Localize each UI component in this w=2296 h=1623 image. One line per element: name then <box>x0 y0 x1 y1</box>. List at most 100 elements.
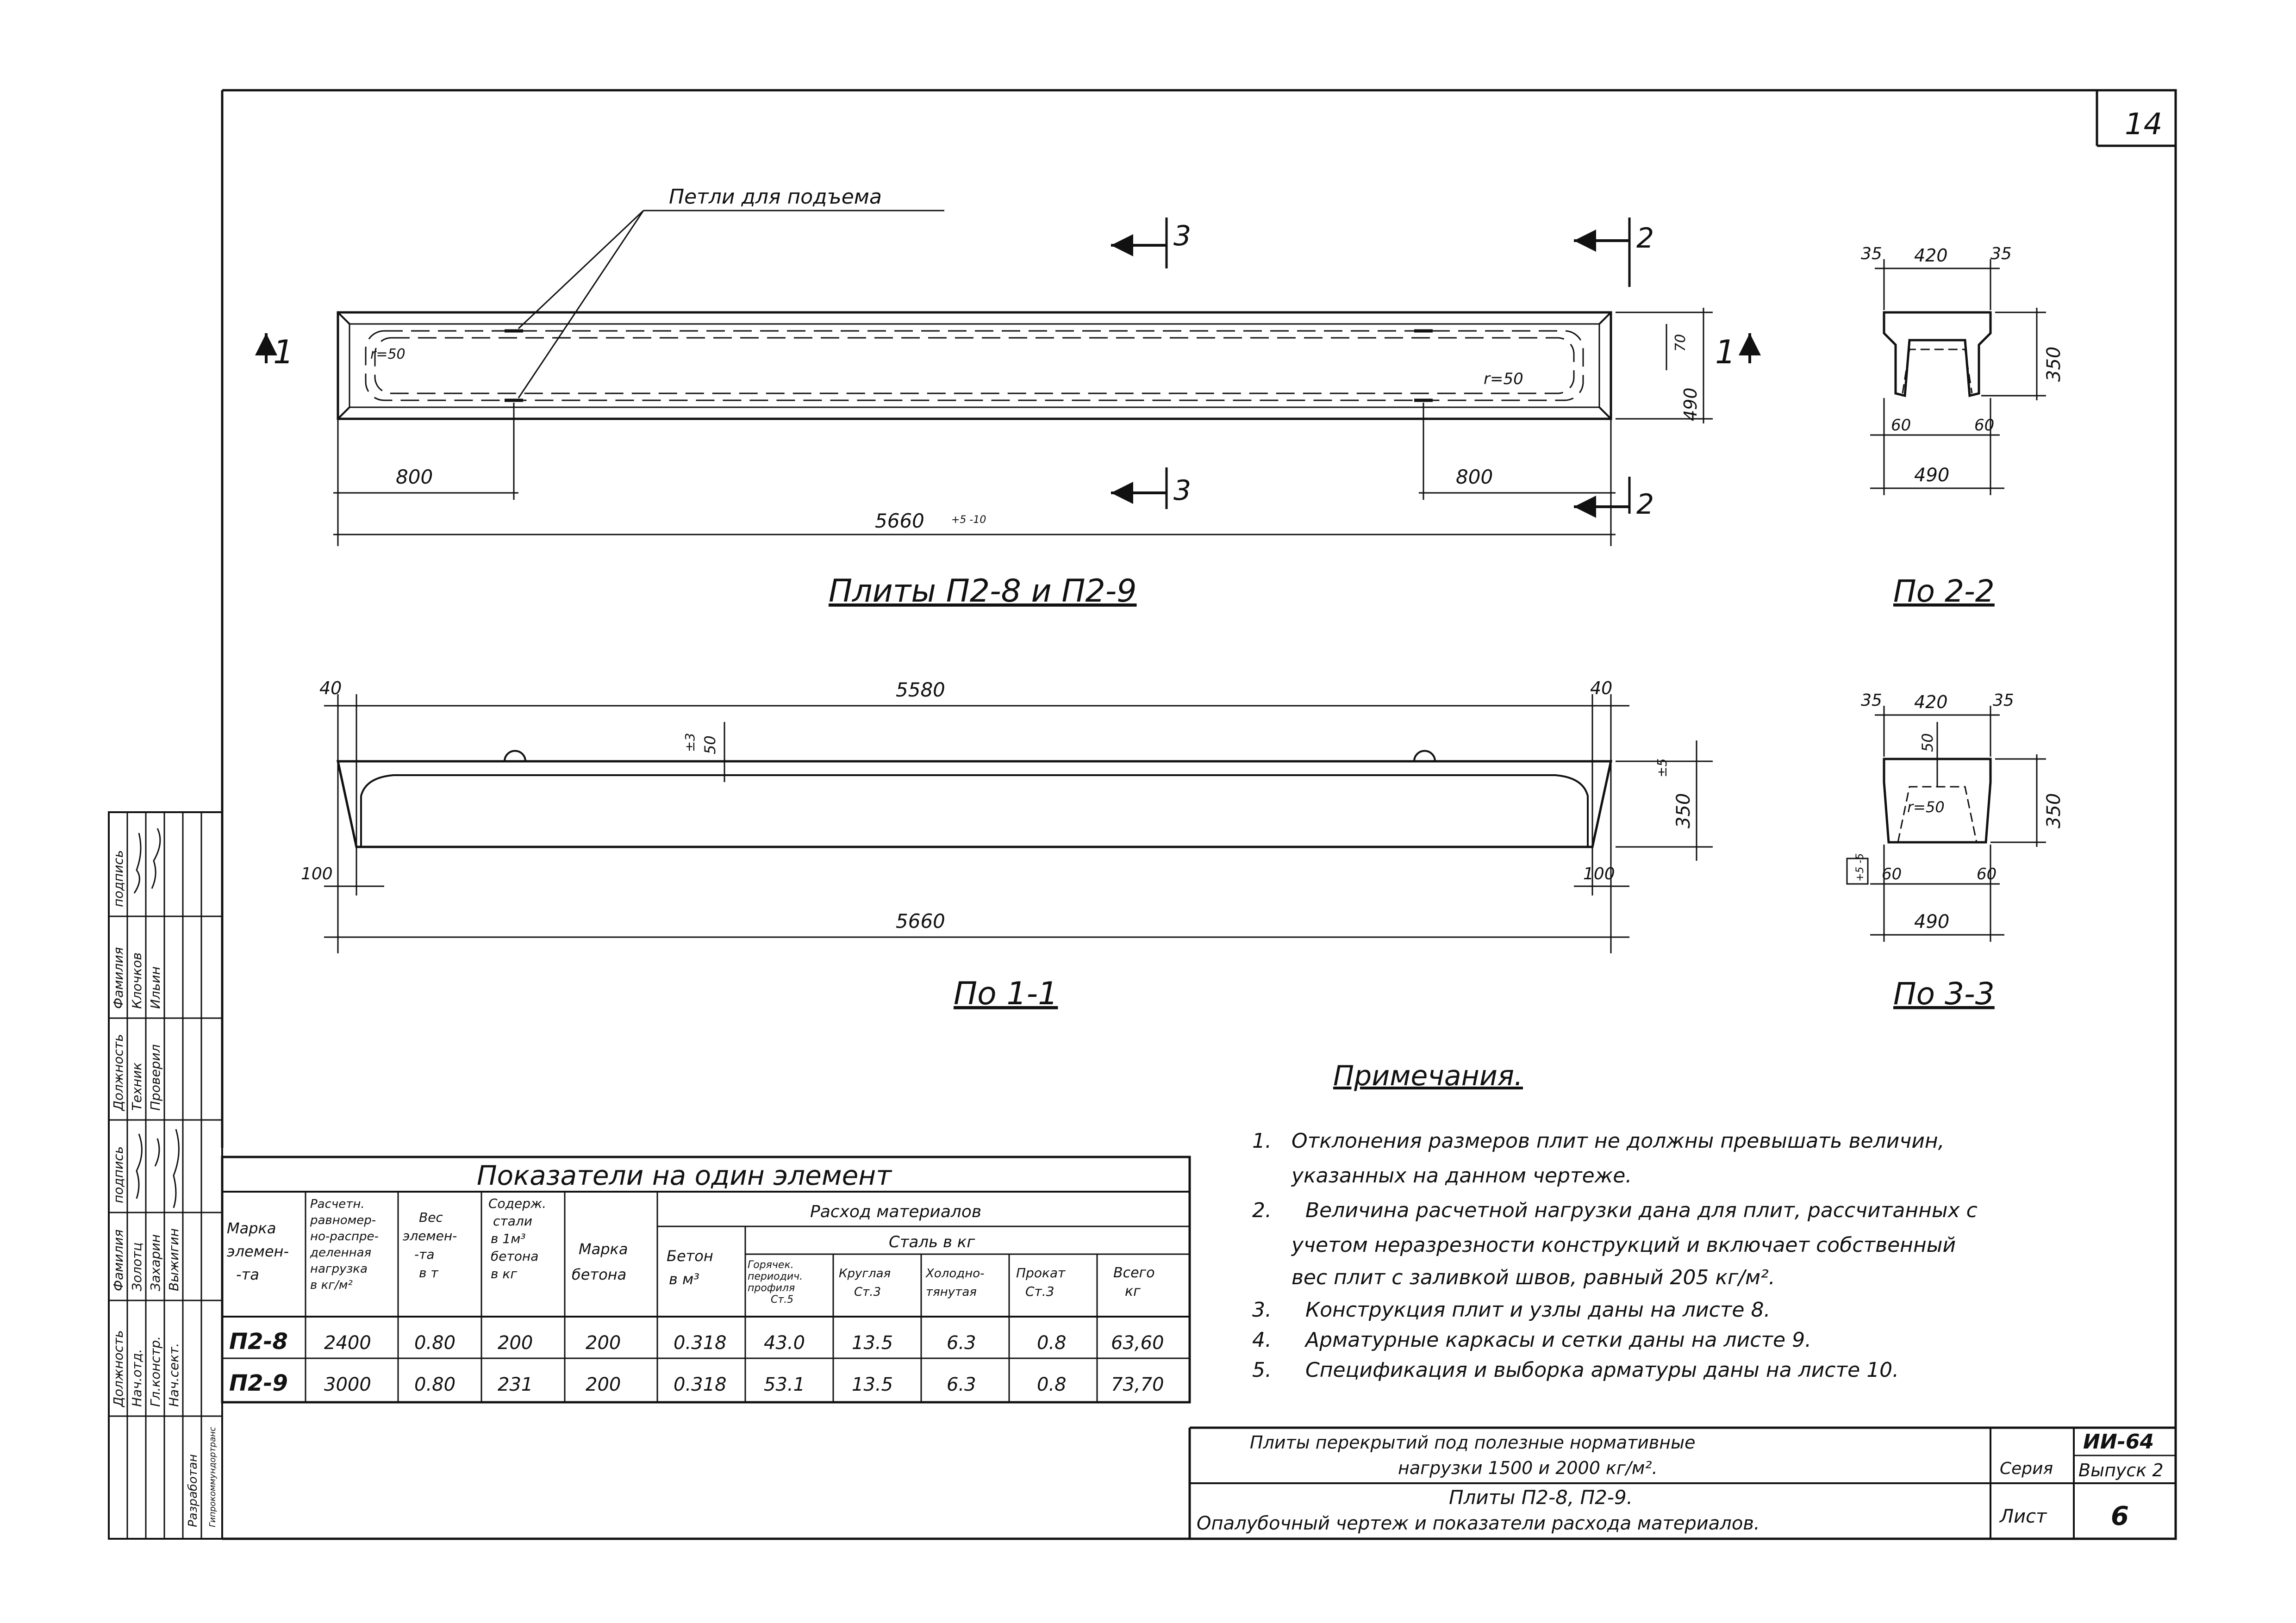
note-2-line-1: Величина расчетной нагрузки дана для пли… <box>1305 1199 1978 1222</box>
row2-cold: 6.3 <box>947 1374 976 1395</box>
s11-bottom-right: 100 <box>1583 864 1615 883</box>
hdr-weight-2: элемен- <box>403 1228 457 1244</box>
s33-side-left: 35 <box>1861 691 1882 710</box>
stamp-sheet-value: 6 <box>2111 1501 2129 1531</box>
s11-top-length: 5580 <box>896 678 945 701</box>
s11-height-tolerance: ±5 <box>1654 759 1670 777</box>
row1-rolled: 0.8 <box>1037 1332 1067 1354</box>
plan-total-length: 5660 <box>875 510 924 532</box>
hdr-grade-1: Марка <box>579 1240 628 1258</box>
cut-2-top-label: 2 <box>1636 222 1654 255</box>
sig-header-name-1: Фамилия <box>111 947 126 1009</box>
stamp-title-line-1: Плиты перекрытий под полезные нормативны… <box>1250 1432 1696 1453</box>
stamp-subtitle-line-1: Плиты П2-8, П2-9. <box>1449 1486 1633 1509</box>
row2-load: 3000 <box>324 1374 371 1395</box>
s11-loop-tolerance: ±3 <box>682 733 698 752</box>
hdr-steel-kg: Сталь в кг <box>889 1233 975 1251</box>
row1-steel: 200 <box>498 1332 533 1354</box>
row2-mark: П2-9 <box>229 1370 288 1396</box>
row1-round: 13.5 <box>852 1332 893 1354</box>
cut-3-bottom-label: 3 <box>1173 474 1191 507</box>
hdr-steel-2: стали <box>493 1213 532 1229</box>
note-2-line-3: вес плит с заливкой швов, равный 205 кг/… <box>1292 1266 1775 1289</box>
hdr-rolled-1: Прокат <box>1016 1265 1066 1281</box>
s22-side-right: 35 <box>1990 244 2012 263</box>
plan-radius-left: r=50 <box>370 346 406 362</box>
s33-rib-right: 60 <box>1977 865 1997 883</box>
s33-rib-left: 60 <box>1882 865 1902 883</box>
row1-hot: 43.0 <box>764 1332 805 1354</box>
stamp-series-label: Серия <box>2000 1459 2053 1478</box>
hdr-round-2: Ст.3 <box>854 1285 881 1299</box>
s11-total-length: 5660 <box>896 910 945 933</box>
plan-left-loop-offset: 800 <box>396 466 433 488</box>
s22-title: По 2-2 <box>1893 573 1995 609</box>
hdr-hot-3: профиля <box>748 1282 795 1294</box>
hdr-load-4: деленная <box>310 1246 371 1260</box>
s11-end-left: 40 <box>319 678 342 698</box>
hdr-steel-3: в 1м³ <box>491 1231 526 1246</box>
s33-radius: r=50 <box>1907 798 1945 816</box>
plan-edge-offset: 70 <box>1672 334 1689 352</box>
s33-side-right: 35 <box>1993 691 2014 710</box>
handwritten-signatures <box>133 828 180 1208</box>
hdr-cold-1: Холодно- <box>925 1267 985 1281</box>
note-1-line-2: указанных на данном чертеже. <box>1291 1164 1632 1188</box>
s22-side-left: 35 <box>1861 244 1882 263</box>
row2-steel: 231 <box>498 1374 533 1395</box>
note-5-line-1: Спецификация и выборка арматуры даны на … <box>1305 1358 1899 1382</box>
cut-1-right-label: 1 <box>1715 333 1736 371</box>
s33-loop-height: 50 <box>1919 733 1936 752</box>
sig-row2-position: Проверил <box>148 1044 163 1111</box>
s22-rib-right: 60 <box>1974 416 1994 435</box>
note-2-number: 2. <box>1252 1199 1272 1222</box>
hdr-total-1: Всего <box>1113 1265 1155 1281</box>
hdr-load-6: в кг/м² <box>310 1278 353 1292</box>
sig-row4-name: Захарин <box>148 1234 163 1291</box>
s22-height: 350 <box>2043 347 2065 382</box>
s11-loop-height: 50 <box>701 735 719 754</box>
hdr-materials: Расход материалов <box>810 1202 981 1221</box>
cut-1-left-label: 1 <box>273 333 294 371</box>
row2-concrete: 0.318 <box>674 1374 727 1395</box>
row1-weight: 0.80 <box>414 1332 455 1354</box>
sig-header-signature-2: подпись <box>111 1146 126 1203</box>
materials-table <box>221 1156 1191 1404</box>
hdr-hot-2: периодич. <box>748 1271 803 1282</box>
s33-height: 350 <box>2043 793 2065 828</box>
sig-row6-organization: Гипрокоммундортранс <box>208 1427 218 1527</box>
hdr-concrete-1: Бетон <box>667 1247 713 1265</box>
hdr-load-5: нагрузка <box>310 1262 368 1276</box>
cut-3-top-label: 3 <box>1173 220 1191 252</box>
sig-header-name-2: Фамилия <box>111 1229 126 1291</box>
hdr-round-1: Круглая <box>839 1267 891 1281</box>
hdr-load-1: Расчетн. <box>310 1197 365 1211</box>
hdr-hot-4: Ст.5 <box>771 1294 793 1306</box>
stamp-title-line-2: нагрузки 1500 и 2000 кг/м². <box>1398 1458 1658 1478</box>
sheet-frame <box>221 89 2177 1540</box>
s11-end-right: 40 <box>1590 678 1612 698</box>
s33-top-width: 420 <box>1914 692 1948 712</box>
hdr-total-2: кг <box>1125 1283 1141 1300</box>
notes-title: Примечания. <box>1333 1060 1523 1092</box>
hdr-mark-3: -та <box>236 1266 259 1283</box>
row2-rolled: 0.8 <box>1037 1374 1067 1395</box>
s33-title: По 3-3 <box>1893 976 1995 1012</box>
signature-block <box>108 811 223 1540</box>
stamp-series-value: ИИ-64 <box>2083 1430 2154 1454</box>
sig-row5-name: Выжигин <box>166 1228 181 1291</box>
s33-tolerance: +5 -5 <box>1854 853 1866 882</box>
sig-row3-position: Нач.отд. <box>129 1349 144 1407</box>
plan-view <box>255 210 1761 546</box>
hdr-hot-1: Горячек. <box>748 1259 794 1271</box>
lifting-loops-label: Петли для подъема <box>669 185 882 209</box>
sig-row1-name: Клочков <box>129 952 144 1009</box>
sig-row3-name: Золотц <box>129 1243 144 1291</box>
note-3-line-1: Конструкция плит и узлы даны на листе 8. <box>1305 1298 1770 1322</box>
row2-hot: 53.1 <box>764 1374 805 1395</box>
table-title: Показатели на один элемент <box>477 1160 892 1191</box>
section-1-1-view <box>324 694 1713 953</box>
row2-round: 13.5 <box>852 1374 893 1395</box>
row2-total: 73,70 <box>1111 1374 1164 1395</box>
